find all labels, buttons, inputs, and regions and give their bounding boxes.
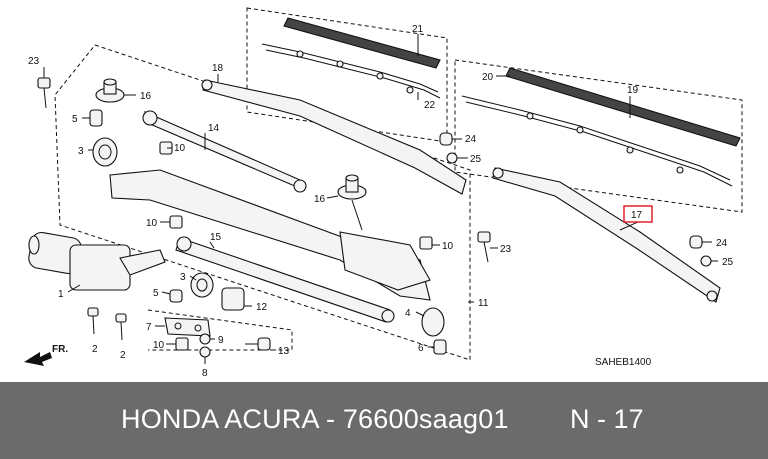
part-number-title: HONDA ACURA - 76600saag01 xyxy=(121,404,509,434)
callout-24-b: 24 xyxy=(716,238,728,249)
callout-5-upper: 5 xyxy=(72,114,78,125)
callout-22: 22 xyxy=(424,100,436,111)
linkage-frame-11 xyxy=(109,169,431,301)
callout-2-left: 2 xyxy=(92,344,98,355)
callout-10-a: 10 xyxy=(174,143,186,154)
bracket-12 xyxy=(221,287,245,311)
pivot-16-lower xyxy=(337,174,367,231)
drawing-code: SAHEB1400 xyxy=(595,357,652,368)
link-rod-14 xyxy=(142,110,307,193)
wiper-arm-17 xyxy=(492,167,721,303)
callout-20: 20 xyxy=(482,72,494,83)
leader-lines xyxy=(43,34,718,364)
nut-10-c xyxy=(419,236,433,250)
nut-25-b xyxy=(700,255,712,267)
bolt-23-right xyxy=(477,231,491,263)
callout-10-d: 10 xyxy=(153,340,165,351)
callout-10-b: 10 xyxy=(146,218,158,229)
callout-16-upper: 16 xyxy=(140,91,152,102)
callout-13: 13 xyxy=(278,346,290,357)
callout-10-c: 10 xyxy=(442,241,454,252)
bolt-2-right xyxy=(115,313,127,341)
callout-9: 9 xyxy=(218,335,224,346)
callout-12: 12 xyxy=(256,302,268,313)
callout-18: 18 xyxy=(212,63,224,74)
callout-19: 19 xyxy=(627,85,639,96)
callout-24-a: 24 xyxy=(465,134,477,145)
bushing-5-lower xyxy=(169,289,183,303)
washer-9 xyxy=(199,333,211,345)
arrow-icon xyxy=(24,352,52,366)
bolt-13 xyxy=(245,337,271,351)
callout-3-lower: 3 xyxy=(180,272,186,283)
wiper-blade-19 xyxy=(461,67,741,187)
front-direction-arrow: FR. xyxy=(24,344,68,366)
callout-15: 15 xyxy=(210,232,222,243)
parts-diagram: FR. 23 16 5 3 10 14 18 21 22 20 19 24 25… xyxy=(24,7,743,379)
nut-10-b xyxy=(169,215,183,229)
blade-21-group-box xyxy=(246,7,448,143)
callout-25-b: 25 xyxy=(722,257,734,268)
pivot-16-upper xyxy=(95,78,125,103)
callout-16-lower: 16 xyxy=(314,194,326,205)
bolt-2-left xyxy=(87,307,99,335)
grommet-3-lower xyxy=(190,272,214,298)
callout-23-right: 23 xyxy=(500,244,512,255)
nut-10-d xyxy=(175,337,189,351)
bracket-group-box xyxy=(147,309,293,351)
wiper-motor-1 xyxy=(28,231,166,291)
cap-24-a xyxy=(439,132,453,146)
grommet-3-upper xyxy=(92,137,118,167)
direction-label: FR. xyxy=(52,344,68,355)
link-rod-15 xyxy=(175,236,395,323)
callout-5-lower: 5 xyxy=(153,288,159,299)
callout-8: 8 xyxy=(202,368,208,379)
bushing-5-upper xyxy=(89,109,103,127)
wiper-assembly-drawing: FR. 23 16 5 3 10 14 18 21 22 20 19 24 25… xyxy=(24,7,743,379)
wiper-blade-21 xyxy=(261,17,441,99)
bolt-23-left xyxy=(37,77,51,109)
callout-11: 11 xyxy=(478,298,489,309)
nut-25-a xyxy=(446,152,458,164)
callout-1: 1 xyxy=(58,289,64,300)
bracket-7 xyxy=(164,317,211,337)
footer-bar: HONDA ACURA - 76600saag01 N - 17 xyxy=(0,382,768,459)
grommet-4 xyxy=(421,307,445,337)
callout-23-left: 23 xyxy=(28,56,40,67)
callout-7: 7 xyxy=(146,322,152,333)
bushing-6 xyxy=(433,339,447,355)
callout-3-upper: 3 xyxy=(78,146,84,157)
callout-2-right: 2 xyxy=(120,350,126,361)
callout-17: 17 xyxy=(631,210,643,221)
callout-25-a: 25 xyxy=(470,154,482,165)
cap-24-b xyxy=(689,235,703,249)
blade-19-group-box xyxy=(454,59,743,213)
callout-4: 4 xyxy=(405,308,411,319)
callout-17-highlight xyxy=(623,205,653,223)
nut-8 xyxy=(199,346,211,358)
callout-6: 6 xyxy=(418,343,424,354)
wiper-arm-18 xyxy=(201,79,467,195)
callout-14: 14 xyxy=(208,123,220,134)
callout-21: 21 xyxy=(412,24,424,35)
callout-reference: N - 17 xyxy=(570,404,644,434)
